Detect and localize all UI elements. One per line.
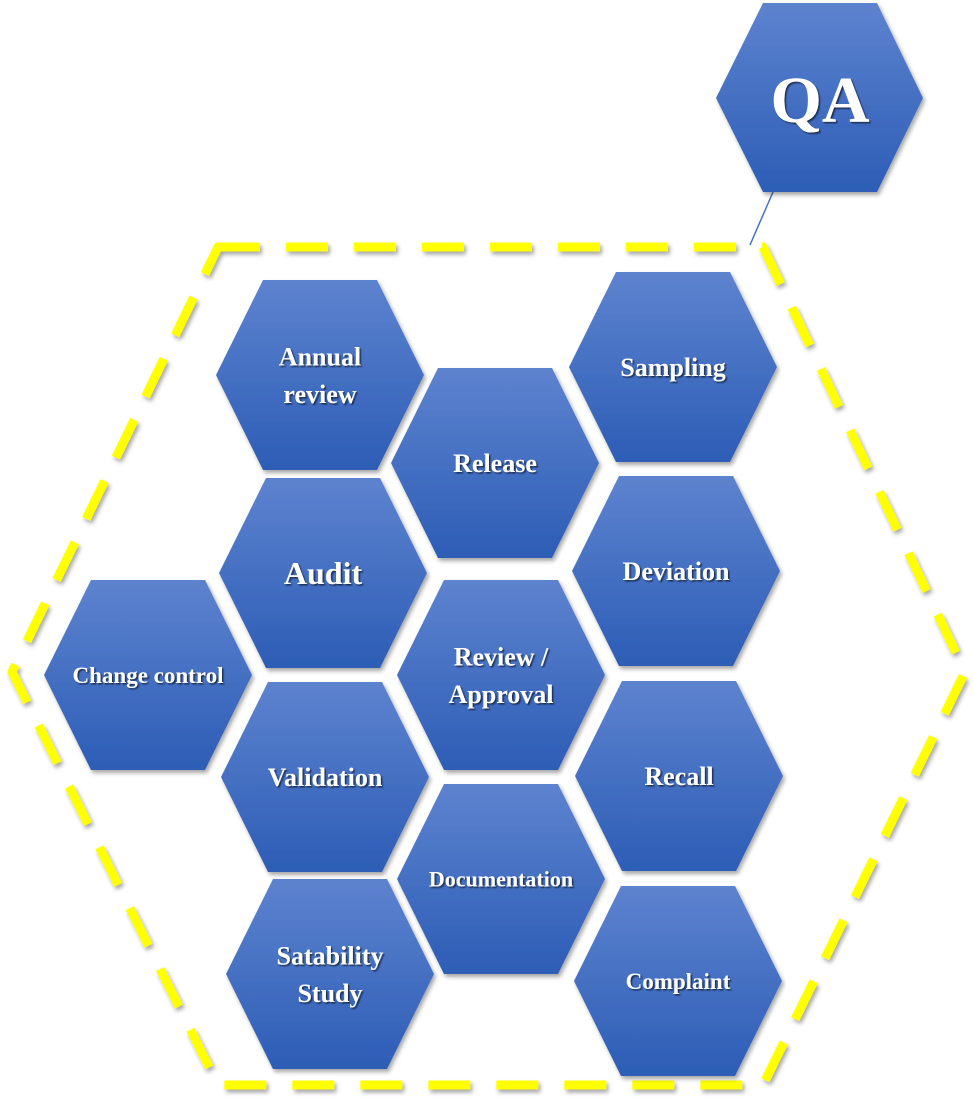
hexagon-shape: [226, 879, 434, 1069]
hexagon-change-control: Change control: [44, 580, 252, 770]
hexagon-label: Complaint: [626, 969, 731, 994]
hexagon-sampling: Sampling: [569, 272, 777, 462]
hexagon-shape: [397, 580, 605, 770]
hexagon-shape: [572, 476, 780, 666]
hexagon-annual-review: Annual review: [216, 280, 424, 470]
hexagon-label: Recall: [644, 762, 713, 791]
hexagon-shape: [391, 368, 599, 558]
hexagon-validation: Validation: [221, 682, 429, 872]
hexagon-documentation: Documentation: [397, 784, 605, 974]
hexagon-deviation: Deviation: [572, 476, 780, 666]
hexagon-recall: Recall: [575, 681, 783, 871]
hexagon-review-approval: Review / Approval: [397, 580, 605, 770]
hexagon-label: Study: [297, 979, 362, 1008]
hexagon-label: Release: [453, 449, 537, 478]
hexagon-label: Audit: [284, 555, 363, 591]
hexagon-label: Sampling: [620, 353, 726, 382]
dashed-boundary: [7, 242, 970, 1090]
hexagon-shape: [574, 886, 782, 1076]
hexagon-label: Annual: [279, 342, 361, 371]
hexagon-shape: [221, 682, 429, 872]
hexagon-shape: [44, 580, 252, 770]
hexagon-label: Documentation: [429, 867, 573, 892]
connector-line: [749, 191, 774, 246]
hexagon-shape: [569, 272, 777, 462]
hexagon-shape: [216, 280, 424, 470]
hexagon-label: review: [283, 380, 356, 409]
hexagon-shape: [397, 784, 605, 974]
hexagon-release: Release: [391, 368, 599, 558]
hexagon-label: Approval: [449, 680, 554, 709]
hexagon-label: Change control: [73, 663, 224, 688]
hexagon-label: Deviation: [623, 557, 730, 586]
qa-title: QA: [771, 64, 870, 137]
hexagon-audit: Audit: [219, 478, 427, 668]
hexagon-label: Validation: [268, 763, 383, 792]
hexagon-shape: [219, 478, 427, 668]
hexagon-shape: [575, 681, 783, 871]
qa-hexagon: QA: [716, 3, 923, 192]
hexagon-complaint: Complaint: [574, 886, 782, 1076]
hexagon-label: Review /: [454, 642, 549, 671]
hexagon-label: Satability: [277, 941, 384, 970]
